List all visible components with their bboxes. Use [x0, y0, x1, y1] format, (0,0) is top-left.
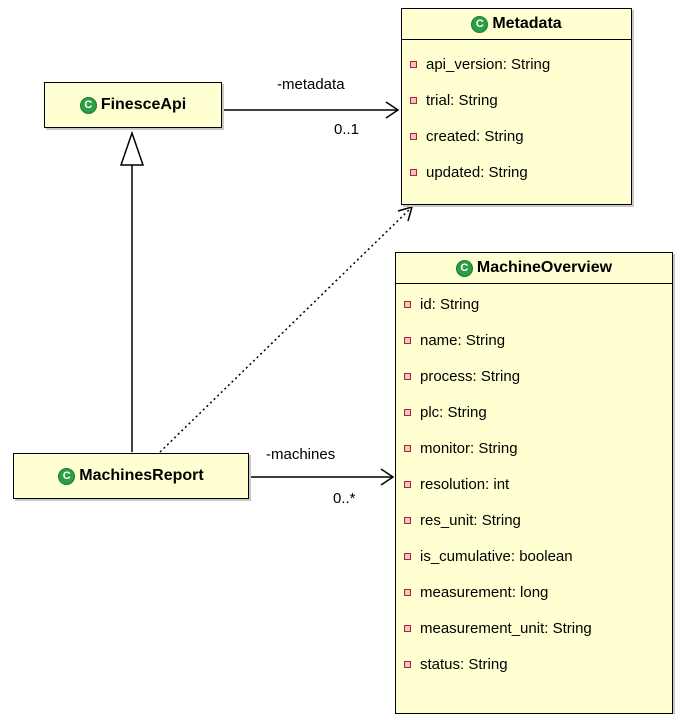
attribute-text: monitor: String [420, 439, 518, 457]
attribute-row: measurement: long [396, 574, 672, 610]
attribute-row: process: String [396, 358, 672, 394]
attribute-text: is_cumulative: boolean [420, 547, 573, 565]
class-icon: C [455, 259, 473, 277]
machines-association-arrowhead [380, 468, 395, 486]
class-name: MachineOverview [476, 259, 613, 276]
attribute-text: res_unit: String [420, 511, 521, 529]
machines-role-label: -machines [266, 446, 336, 463]
attribute-text: name: String [420, 331, 506, 349]
metadata-multiplicity-label: 0..1 [334, 121, 360, 138]
metadata-attributes: api_version: String trial: String create… [402, 40, 631, 190]
attribute-text: trial: String [426, 91, 498, 109]
attribute-row: plc: String [396, 394, 672, 430]
attribute-text: status: String [420, 655, 508, 673]
machine-overview-attributes: id: String name: String process: String … [396, 284, 672, 682]
field-icon [404, 588, 411, 596]
attribute-text: created: String [426, 127, 524, 145]
class-name: MachinesReport [79, 467, 204, 484]
metadata-role-label: -metadata [277, 76, 345, 93]
field-icon [404, 408, 411, 416]
machine-overview-class[interactable]: C MachineOverview id: String name: Strin… [395, 252, 673, 714]
attribute-row: api_version: String [402, 46, 631, 82]
machine-overview-header: C MachineOverview [396, 253, 672, 284]
attribute-text: measurement_unit: String [420, 619, 592, 637]
dependency-line [159, 206, 413, 453]
field-icon [404, 336, 411, 344]
field-icon [410, 132, 417, 140]
attribute-row: is_cumulative: boolean [396, 538, 672, 574]
metadata-class[interactable]: C Metadata api_version: String trial: St… [401, 8, 632, 205]
attribute-row: status: String [396, 646, 672, 682]
relationship-edges [119, 101, 414, 486]
attribute-row: resolution: int [396, 466, 672, 502]
attribute-row: monitor: String [396, 430, 672, 466]
metadata-association-arrowhead [385, 101, 400, 119]
attribute-row: name: String [396, 322, 672, 358]
class-icon: C [471, 15, 489, 33]
class-icon: C [58, 467, 76, 485]
field-icon [404, 660, 411, 668]
class-icon: C [79, 96, 97, 114]
metadata-header: C Metadata [402, 9, 631, 40]
attribute-text: plc: String [420, 403, 487, 421]
attribute-row: updated: String [402, 154, 631, 190]
attribute-text: id: String [420, 295, 480, 313]
attribute-text: measurement: long [420, 583, 549, 601]
class-name: FinesceApi [100, 96, 187, 113]
generalization-triangle [119, 130, 145, 166]
machines-multiplicity-label: 0..* [333, 490, 356, 507]
field-icon [410, 96, 417, 104]
field-icon [404, 372, 411, 380]
field-icon [410, 168, 417, 176]
machines-report-header: C MachinesReport [14, 454, 248, 498]
class-name: Metadata [492, 15, 562, 32]
finesce-api-class[interactable]: C FinesceApi [44, 82, 222, 128]
attribute-row: created: String [402, 118, 631, 154]
attribute-row: res_unit: String [396, 502, 672, 538]
attribute-text: process: String [420, 367, 521, 385]
field-icon [404, 552, 411, 560]
field-icon [404, 300, 411, 308]
attribute-text: api_version: String [426, 55, 551, 73]
attribute-row: id: String [396, 286, 672, 322]
attribute-text: updated: String [426, 163, 528, 181]
field-icon [404, 624, 411, 632]
attribute-row: measurement_unit: String [396, 610, 672, 646]
field-icon [404, 516, 411, 524]
field-icon [404, 444, 411, 452]
field-icon [410, 60, 417, 68]
attribute-text: resolution: int [420, 475, 510, 493]
machines-report-class[interactable]: C MachinesReport [13, 453, 249, 499]
field-icon [404, 480, 411, 488]
attribute-row: trial: String [402, 82, 631, 118]
dependency-arrowhead [397, 205, 414, 222]
finesce-api-header: C FinesceApi [45, 83, 221, 127]
